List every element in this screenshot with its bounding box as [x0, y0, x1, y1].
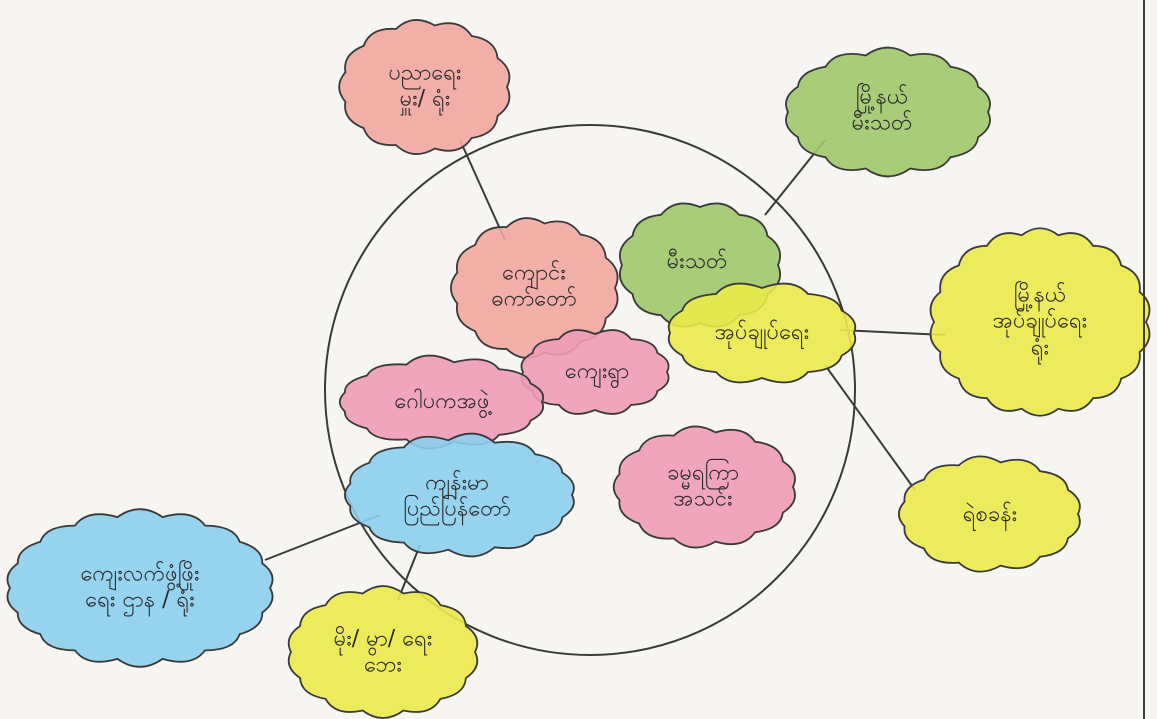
node-text: ခမ္မရကြာ [667, 460, 739, 486]
node-text: ကျေးလက်ဖွံ့ဖြိုး [80, 561, 200, 587]
connector-police-teachers [824, 364, 916, 491]
node-text: မိုး/ မွာ/ ရေး [333, 626, 433, 652]
connector-police-township [839, 329, 946, 336]
node-community-hall: ပညာရေး မှူး/ ရုံး [388, 61, 461, 114]
cloud-village-school [520, 329, 670, 415]
node-township-fire: မြို့နယ် မီးသတ် [852, 85, 913, 138]
node-text: အုပ်ချုပ်ရေး [992, 308, 1088, 334]
node-text: ပညာရေး [388, 60, 462, 86]
node-text: ရဲစခန်း [962, 501, 1018, 527]
node-text: ကျေးရွာ [564, 358, 630, 384]
node-text: မှူး/ ရုံး [399, 87, 451, 112]
node-teachers: ရဲစခန်း [963, 502, 1017, 528]
cloud-teachers [897, 455, 1081, 573]
node-text: ကျောင်း [502, 260, 566, 286]
node-text: ပြည်ပြန်တော် [403, 497, 511, 522]
node-text: ဂေါပကအဖွဲ့ [394, 388, 490, 414]
cloud-police [667, 282, 857, 384]
node-monastery: ကျောင်း ဓကာ်တော် [491, 261, 576, 314]
connector-health-weather [397, 544, 421, 601]
node-township-police: မြို့နယ် အုပ်ချုပ်ရေး ရုံး [993, 282, 1087, 361]
node-text: မြို့နယ် [855, 84, 909, 110]
node-text: ရေး ဌာန / ရုံး [85, 588, 195, 613]
node-fire-station: မီးသတ် [667, 249, 728, 275]
node-text: ဓကာ်တော် [491, 287, 577, 312]
cloud-township-police [929, 227, 1151, 417]
cloud-weather [287, 585, 479, 719]
page-edge [1143, 0, 1145, 719]
node-text: ရုံး [1030, 335, 1050, 361]
node-text: ဘေး [364, 653, 402, 678]
cloud-village-dev [6, 508, 274, 668]
connector-hall-monastery [459, 139, 506, 241]
node-text: မီးသတ် [666, 248, 728, 274]
node-women-assoc: ခမ္မရကြာ အသင်း [667, 461, 739, 514]
node-weather: မိုး/ မွာ/ ရေး ဘေး [334, 627, 433, 680]
cloud-community-hall [338, 19, 511, 155]
cloud-red-cross [338, 354, 545, 450]
cloud-women-assoc [612, 425, 796, 549]
node-village-school: ကျေးရွာ [565, 359, 629, 385]
node-text: မြို့နယ် [1013, 282, 1067, 308]
node-text: မီးသတ် [851, 111, 913, 136]
node-text: အုပ်ချုပ်ရေး [714, 319, 810, 345]
node-health: ကျန်းမာ ပြည်ပြန်တော် [403, 471, 511, 524]
community-circle [324, 124, 856, 656]
node-police: အုပ်ချုပ်ရေး [715, 320, 809, 346]
node-red-cross: ဂေါပကအဖွဲ့ [394, 389, 489, 415]
cloud-health [344, 432, 575, 558]
node-village-dev: ကျေးလက်ဖွံ့ဖြိုး ရေး ဌာန / ရုံး [80, 562, 199, 615]
cloud-township-fire [785, 46, 991, 178]
node-text: အသင်း [673, 487, 733, 512]
node-text: ကျန်းမာ [425, 470, 489, 496]
